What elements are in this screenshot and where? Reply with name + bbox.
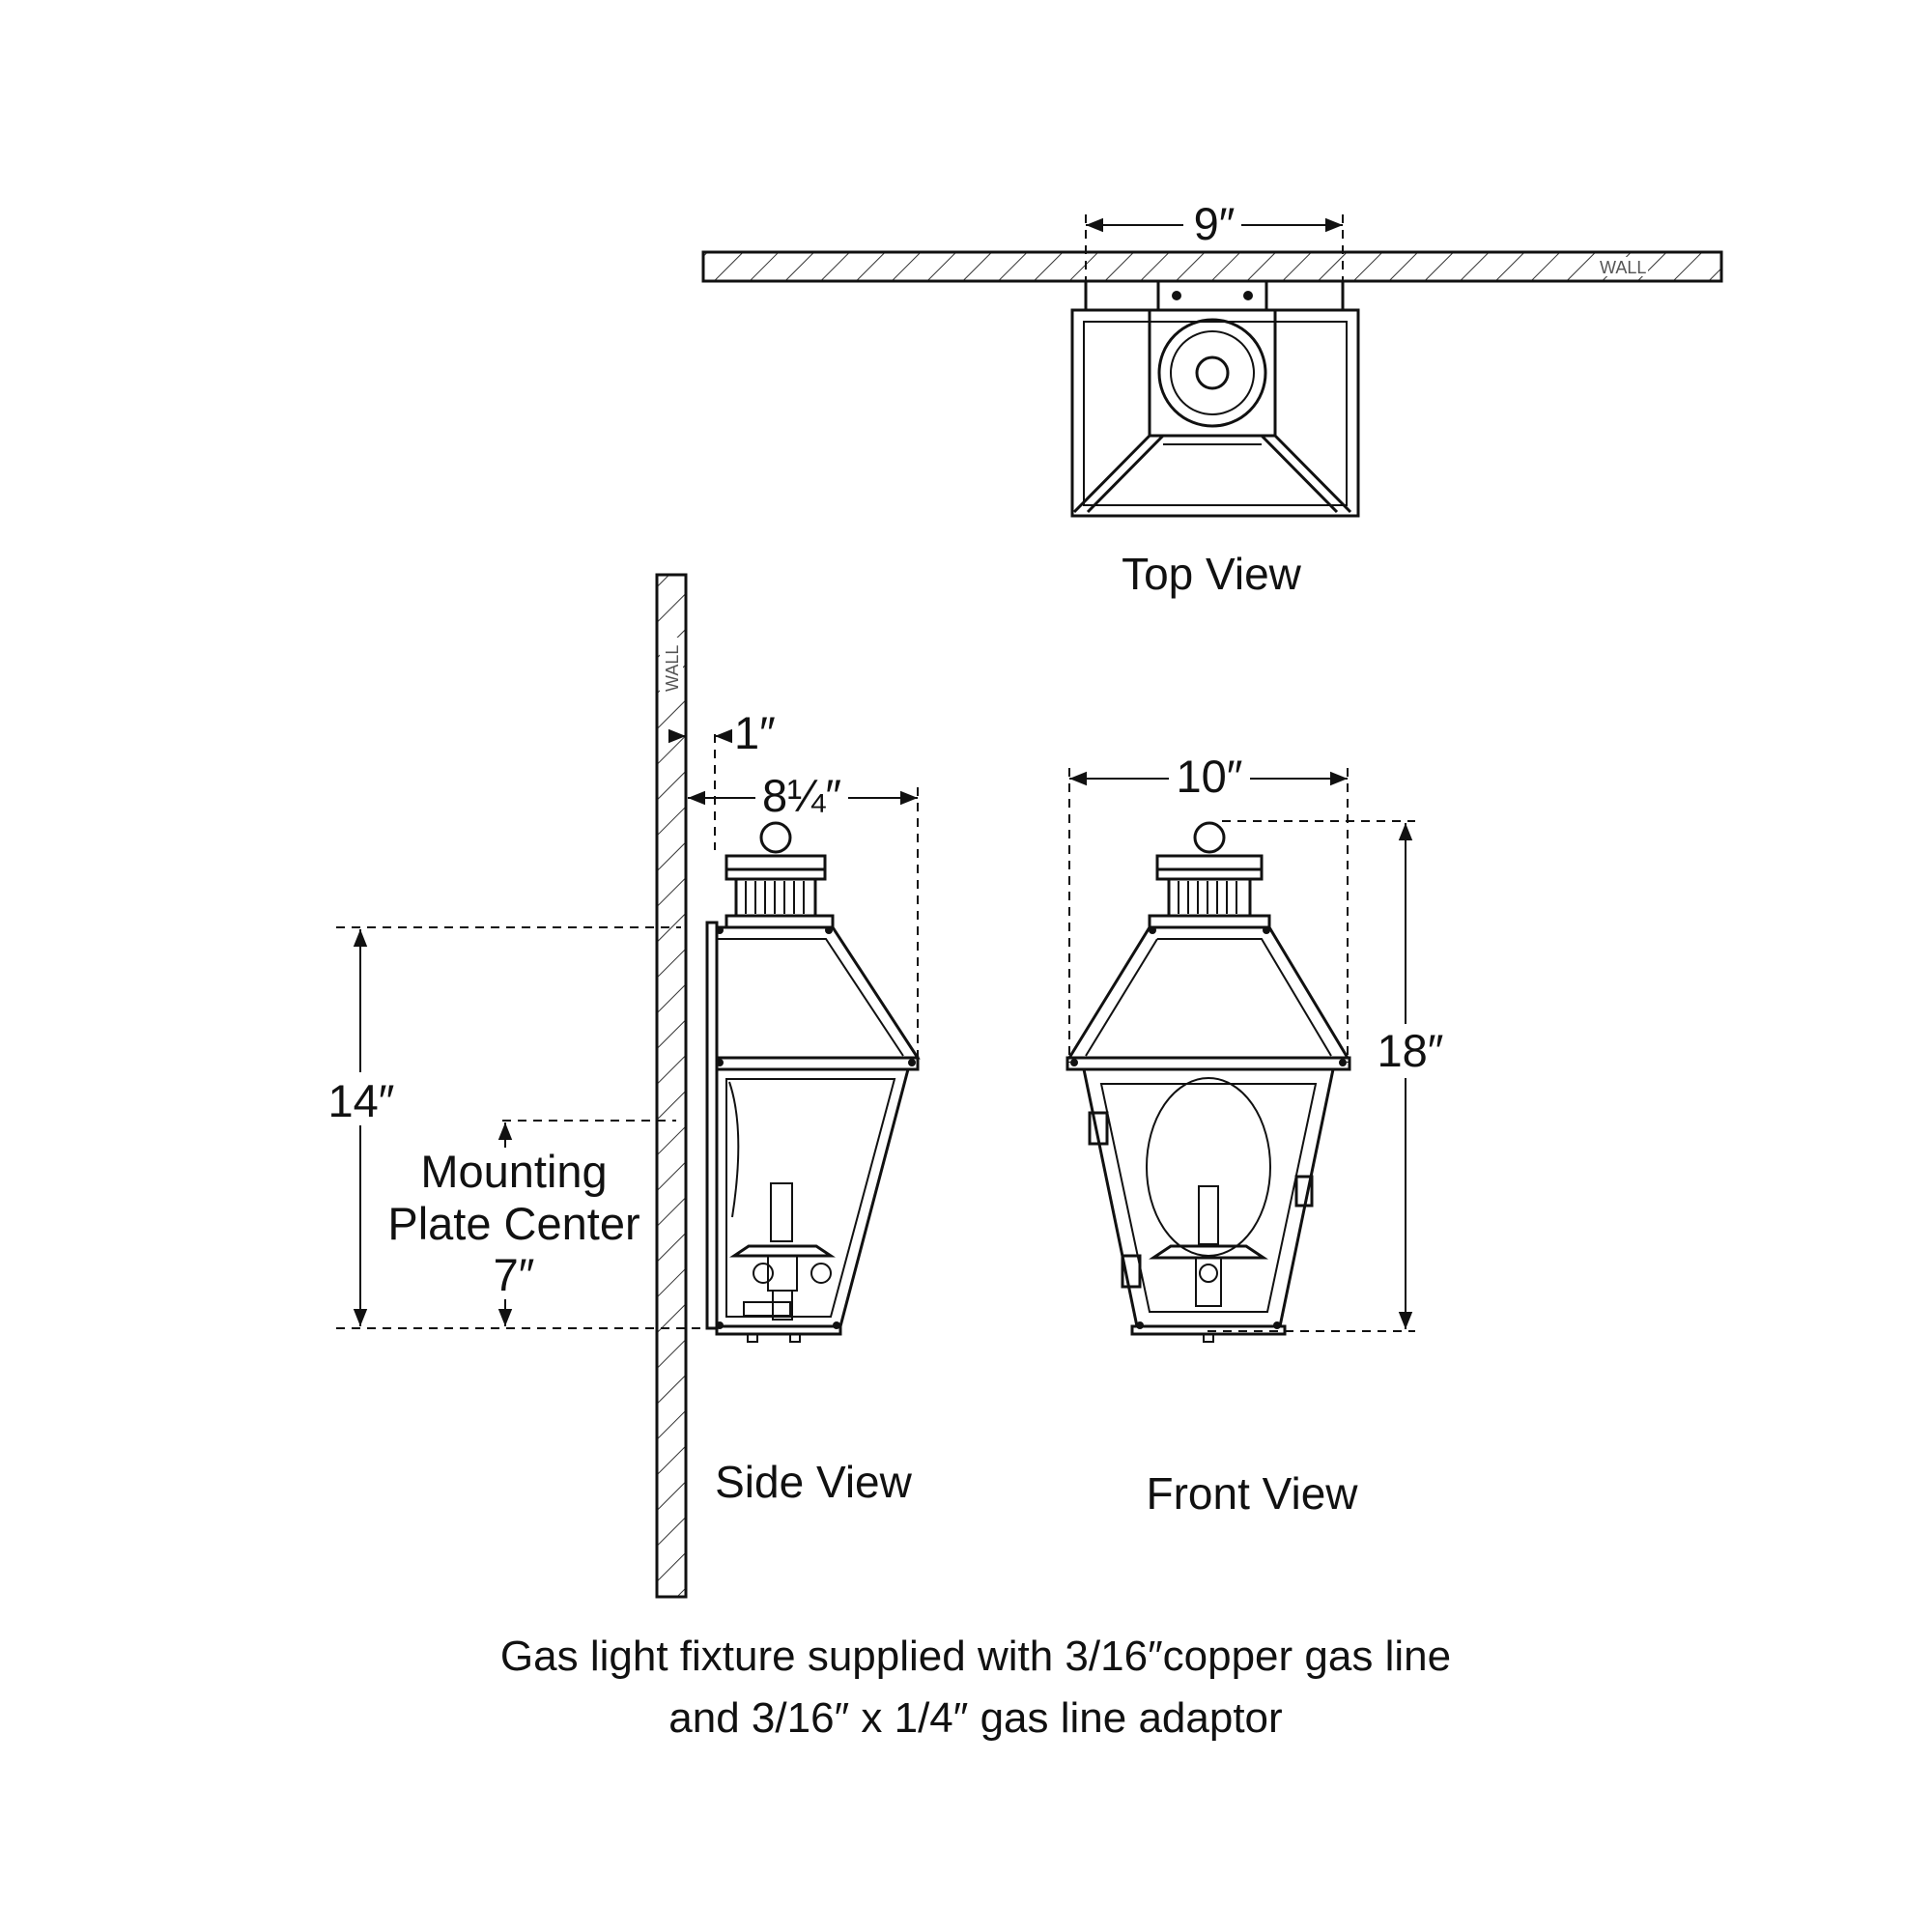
gas-line-note: Gas light fixture supplied with 3/16″cop…: [500, 1633, 1451, 1742]
side-view-depth-bg: [755, 771, 848, 819]
top-view-dim-bg: [1183, 198, 1241, 246]
front-view-lantern: [1065, 821, 1351, 1343]
side-view-mounting-dimension: 7″: [494, 1249, 535, 1300]
side-view-mounting-label-line1: Mounting: [420, 1146, 607, 1197]
side-view-lantern: [705, 821, 921, 1343]
top-view-wall-label: WALL: [1600, 258, 1646, 277]
side-view: WALL 1″ 8¼″ 14″ Mounting Plate Center 7″: [324, 573, 921, 1599]
side-view-wall-label: WALL: [663, 645, 682, 692]
top-view-wall: [701, 250, 1723, 283]
side-view-wall: [655, 573, 688, 1599]
note-line-1: Gas light fixture supplied with 3/16″cop…: [500, 1633, 1451, 1680]
side-view-wall-label-bg: [660, 638, 683, 694]
top-view-caption: Top View: [1122, 549, 1302, 599]
side-view-mounting-label-line2: Plate Center: [387, 1198, 639, 1249]
front-view-width-dimension: 10″: [1177, 751, 1243, 802]
front-view-height-dimension: 18″: [1378, 1025, 1444, 1076]
front-view-caption: Front View: [1146, 1468, 1358, 1519]
side-view-depth-dimension: 8¼″: [762, 770, 841, 821]
top-view-dimension: 9″: [1194, 198, 1236, 249]
side-view-offset-dimension: 1″: [734, 707, 776, 758]
side-view-height-dimension: 14″: [328, 1075, 395, 1126]
front-view-width-bg: [1169, 753, 1250, 804]
top-view: WALL 9″ Top View: [701, 198, 1723, 599]
front-view-height-bg: [1372, 1024, 1449, 1078]
side-view-height-bg: [324, 1072, 401, 1125]
side-view-caption: Side View: [715, 1457, 913, 1507]
note-line-2: and 3/16″ x 1/4″ gas line adaptor: [668, 1694, 1282, 1742]
top-view-fixture: [1070, 279, 1360, 518]
front-view: 10″ 18″: [1065, 751, 1449, 1519]
top-view-wall-label-bg: [1594, 257, 1648, 276]
